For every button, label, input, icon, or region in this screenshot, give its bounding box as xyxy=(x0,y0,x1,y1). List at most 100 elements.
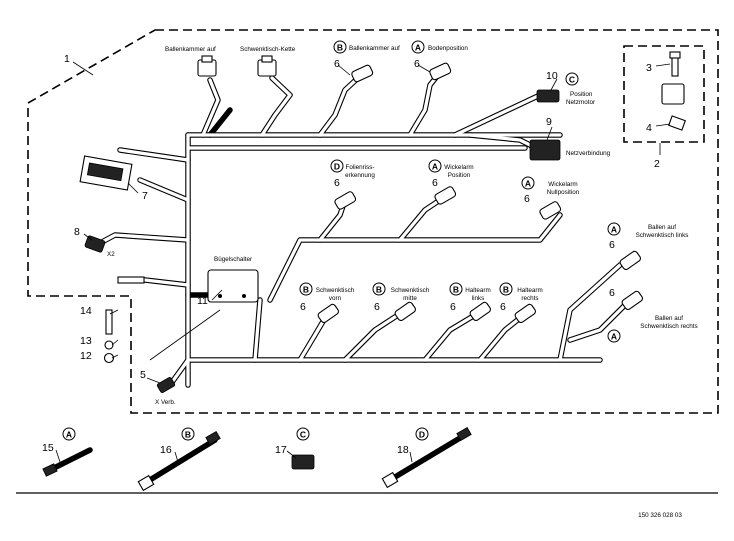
callout-6: 6 xyxy=(414,58,420,70)
callout-6: 6 xyxy=(609,239,615,251)
callout-6: 6 xyxy=(374,301,380,313)
leader-lines xyxy=(55,61,671,463)
label-folienriss-2: erkennung xyxy=(345,172,375,179)
label-ballen-rechts-2: Schwenktisch rechts xyxy=(640,323,697,330)
buegelschalter-switch xyxy=(207,269,259,303)
marker-a: A xyxy=(411,40,425,54)
label-haltearm-links-1: Haltearm xyxy=(465,287,491,294)
svg-text:B: B xyxy=(453,285,459,295)
label-schwenktisch-kette: Schwenktisch-Kette xyxy=(240,46,296,53)
callout-10: 10 xyxy=(546,70,558,82)
marker-b: B xyxy=(333,40,347,54)
connector-x2 xyxy=(84,235,106,253)
probe-connector xyxy=(117,276,145,284)
label-schwenktisch-mitte-1: Schwenktisch xyxy=(391,287,430,294)
sensor-connector xyxy=(317,62,644,324)
label-schwenktisch-vorn-1: Schwenktisch xyxy=(316,287,355,294)
callout-3: 3 xyxy=(646,62,652,74)
label-schwenktisch-mitte-2: mitte xyxy=(403,295,417,302)
document-number: 150 326 028 03 xyxy=(638,512,682,519)
callout-12: 12 xyxy=(80,350,92,362)
callout-6: 6 xyxy=(300,301,306,313)
harness-wires xyxy=(97,72,628,388)
svg-text:A: A xyxy=(415,43,421,53)
svg-text:D: D xyxy=(419,430,425,440)
svg-text:A: A xyxy=(66,430,72,440)
marker-d: D xyxy=(330,159,344,173)
callout-15: 15 xyxy=(42,442,54,454)
label-buegelschalter: Bügelschalter xyxy=(214,256,252,263)
svg-text:B: B xyxy=(503,285,509,295)
inset-bolt xyxy=(669,51,681,77)
callout-9: 9 xyxy=(546,116,552,128)
label-ballen-links-1: Ballen auf xyxy=(648,224,676,231)
label-wickelarm-nullposition-2: Nullposition xyxy=(547,189,580,196)
label-x2: X2 xyxy=(107,251,115,258)
callout-14: 14 xyxy=(80,305,92,317)
marker-b: B xyxy=(499,282,513,296)
label-schwenktisch-vorn-2: vorn xyxy=(329,295,342,302)
connector-netzverbindung xyxy=(529,139,561,161)
label-netzverbindung: Netzverbindung xyxy=(566,150,611,157)
marker-b: B xyxy=(299,282,313,296)
callout-17: 17 xyxy=(275,444,287,456)
marker-c: C xyxy=(565,72,579,86)
component-labels: Ballenkammer auf Schwenktisch-Kette Ball… xyxy=(107,45,698,406)
label-ballen-rechts-1: Ballen auf xyxy=(655,315,683,322)
callout-5: 5 xyxy=(140,369,146,381)
svg-text:B: B xyxy=(303,285,309,295)
callout-7: 7 xyxy=(142,190,148,202)
inset-switch xyxy=(661,83,685,105)
adapter-cable-18 xyxy=(381,426,472,489)
callout-8: 8 xyxy=(74,226,80,238)
callout-6: 6 xyxy=(334,177,340,189)
label-wickelarm-position-2: Position xyxy=(448,172,471,179)
callout-1: 1 xyxy=(64,53,70,65)
connector-schwenktisch-kette xyxy=(257,55,277,77)
callout-2: 2 xyxy=(654,158,660,170)
svg-text:A: A xyxy=(611,225,617,235)
label-folienriss-1: Folienriss- xyxy=(345,164,374,171)
svg-text:C: C xyxy=(300,430,306,440)
adapter-cable-15 xyxy=(42,447,93,477)
label-haltearm-rechts-1: Haltearm xyxy=(517,287,543,294)
callout-18: 18 xyxy=(397,444,409,456)
label-ballenkammer-auf: Ballenkammer auf xyxy=(165,46,216,53)
connector-x-verb xyxy=(156,377,176,393)
callout-6: 6 xyxy=(450,301,456,313)
svg-text:B: B xyxy=(185,430,191,440)
svg-text:A: A xyxy=(611,332,617,342)
svg-text:C: C xyxy=(569,75,575,85)
label-b-ballenkammer-auf: Ballenkammer auf xyxy=(349,45,400,52)
marker-a: A xyxy=(521,176,535,190)
circled-markers: B A C D A A A A B B B B A B C D xyxy=(62,40,621,441)
marker-b: B xyxy=(181,427,195,441)
marker-a: A xyxy=(62,427,76,441)
label-bodenposition: Bodenposition xyxy=(428,45,468,52)
label-wickelarm-nullposition-1: Wickelarm xyxy=(548,181,577,188)
marker-a: A xyxy=(607,222,621,236)
harness-boundary xyxy=(27,29,719,414)
inset-washer xyxy=(668,115,686,131)
marker-c: C xyxy=(296,427,310,441)
callout-6: 6 xyxy=(609,287,615,299)
adapter-cable-16 xyxy=(137,430,221,492)
label-x-verb: X Verb. xyxy=(155,399,176,406)
label-wickelarm-position-1: Wickelarm xyxy=(444,164,473,171)
hardware-stack xyxy=(103,309,115,364)
marker-d: D xyxy=(415,427,429,441)
callout-numbers: 1 2 3 4 5 6 6 6 6 6 6 6 6 6 6 6 7 8 9 10… xyxy=(42,53,660,456)
marker-b: B xyxy=(449,282,463,296)
callout-6: 6 xyxy=(524,193,530,205)
main-plug-7 xyxy=(79,155,133,191)
marker-b: B xyxy=(372,282,386,296)
callout-11: 11 xyxy=(197,295,208,307)
marker-a: A xyxy=(428,159,442,173)
label-haltearm-rechts-2: rechts xyxy=(521,295,538,302)
svg-text:B: B xyxy=(337,43,343,53)
label-ballen-links-2: Schwenktisch links xyxy=(636,232,689,239)
callout-6: 6 xyxy=(500,301,506,313)
callout-6: 6 xyxy=(432,177,438,189)
